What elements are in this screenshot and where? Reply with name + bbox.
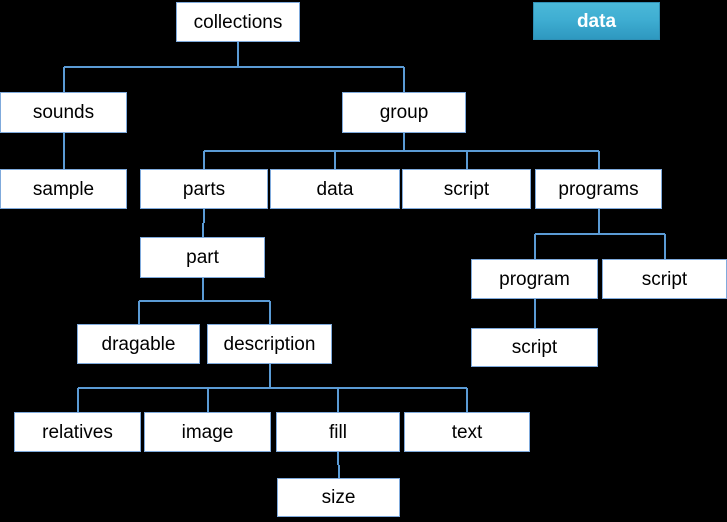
node-label: size [321, 487, 356, 508]
node-part[interactable]: part [140, 237, 265, 278]
node-label: text [451, 421, 483, 443]
node-sounds[interactable]: sounds [0, 92, 127, 133]
node-label: program [499, 268, 570, 290]
node-label: relatives [42, 421, 113, 443]
node-label: script [511, 337, 558, 358]
node-text[interactable]: text [404, 412, 530, 452]
node-fill[interactable]: fill [276, 412, 400, 452]
node-relatives[interactable]: relatives [14, 412, 141, 452]
node-label: sample [32, 178, 95, 200]
node-label: fill [329, 421, 347, 443]
node-script_g[interactable]: script [402, 169, 531, 209]
node-parts[interactable]: parts [140, 169, 268, 209]
node-label: collections [193, 11, 283, 33]
node-program[interactable]: program [471, 259, 598, 299]
node-data_child[interactable]: data [270, 169, 400, 209]
node-label: script [443, 178, 490, 200]
node-programs[interactable]: programs [535, 169, 662, 209]
node-label: data [316, 178, 354, 200]
node-label: parts [182, 178, 226, 200]
node-label: script [641, 268, 688, 290]
data-badge: data [533, 2, 660, 40]
node-dragable[interactable]: dragable [77, 324, 200, 364]
node-sample[interactable]: sample [0, 169, 127, 209]
node-label: dragable [101, 333, 176, 355]
data-badge-label: data [576, 10, 617, 32]
node-label: image [181, 421, 234, 443]
node-label: sounds [32, 102, 95, 123]
node-label: programs [558, 178, 639, 200]
node-group[interactable]: group [342, 92, 466, 133]
node-label: group [379, 102, 429, 123]
node-size[interactable]: size [277, 478, 400, 517]
node-script_p[interactable]: script [602, 259, 727, 299]
node-label: part [186, 247, 219, 268]
node-script_pp[interactable]: script [471, 328, 598, 367]
node-image[interactable]: image [144, 412, 271, 452]
node-description[interactable]: description [207, 324, 332, 364]
node-label: description [223, 333, 316, 355]
node-collections[interactable]: collections [176, 2, 300, 42]
